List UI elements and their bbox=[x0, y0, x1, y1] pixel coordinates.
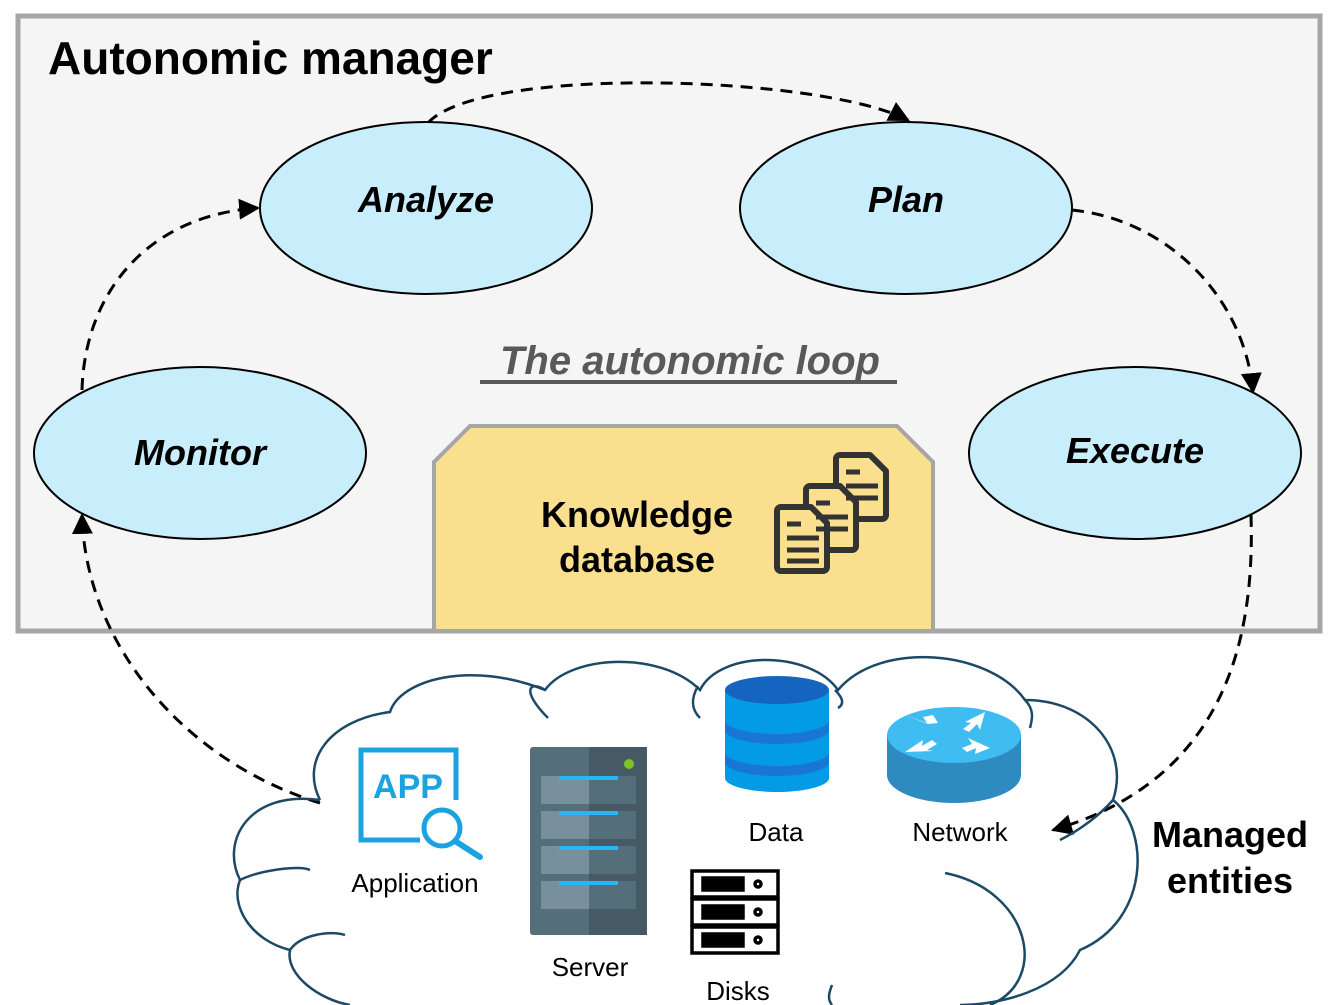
arrow-analyze-to-plan bbox=[426, 81, 910, 125]
network-router-icon bbox=[887, 707, 1021, 803]
database-icon bbox=[725, 676, 829, 792]
managed-entities-title-line2: entities bbox=[1167, 860, 1293, 901]
entity-disks-label: Disks bbox=[706, 976, 770, 1005]
entity-network-label: Network bbox=[912, 817, 1008, 847]
arrow-plan-to-execute bbox=[1071, 208, 1262, 395]
knowledge-database-box bbox=[432, 424, 935, 633]
stage-analyze-label: Analyze bbox=[357, 179, 494, 220]
stage-plan[interactable]: Plan bbox=[739, 121, 1073, 295]
stage-execute[interactable]: Execute bbox=[968, 366, 1302, 540]
arrow-monitor-to-analyze bbox=[80, 198, 261, 391]
stage-plan-label: Plan bbox=[868, 179, 944, 220]
stage-analyze[interactable]: Analyze bbox=[259, 121, 593, 295]
managed-entities-cloud bbox=[232, 655, 1139, 1005]
knowledge-label-line1: Knowledge bbox=[541, 494, 733, 535]
application-icon: APP bbox=[358, 747, 483, 860]
stage-monitor[interactable]: Monitor bbox=[33, 366, 367, 540]
entity-data-label: Data bbox=[749, 817, 804, 847]
entity-application-label: Application bbox=[351, 868, 478, 898]
documents-icon bbox=[774, 452, 889, 574]
stage-execute-label: Execute bbox=[1066, 430, 1204, 471]
knowledge-label-line2: database bbox=[559, 539, 715, 580]
managed-entities-title-line1: Managed bbox=[1152, 814, 1308, 855]
entity-server-label: Server bbox=[552, 952, 629, 982]
manager-title: Autonomic manager bbox=[48, 32, 493, 84]
server-icon bbox=[530, 747, 647, 935]
autonomic-loop-label: The autonomic loop bbox=[500, 339, 880, 383]
arrow-managed-to-monitor bbox=[71, 512, 321, 805]
arrow-execute-to-managed bbox=[1050, 514, 1253, 835]
stage-monitor-label: Monitor bbox=[134, 432, 268, 473]
app-icon-text: APP bbox=[373, 768, 443, 806]
disks-icon bbox=[690, 869, 780, 955]
